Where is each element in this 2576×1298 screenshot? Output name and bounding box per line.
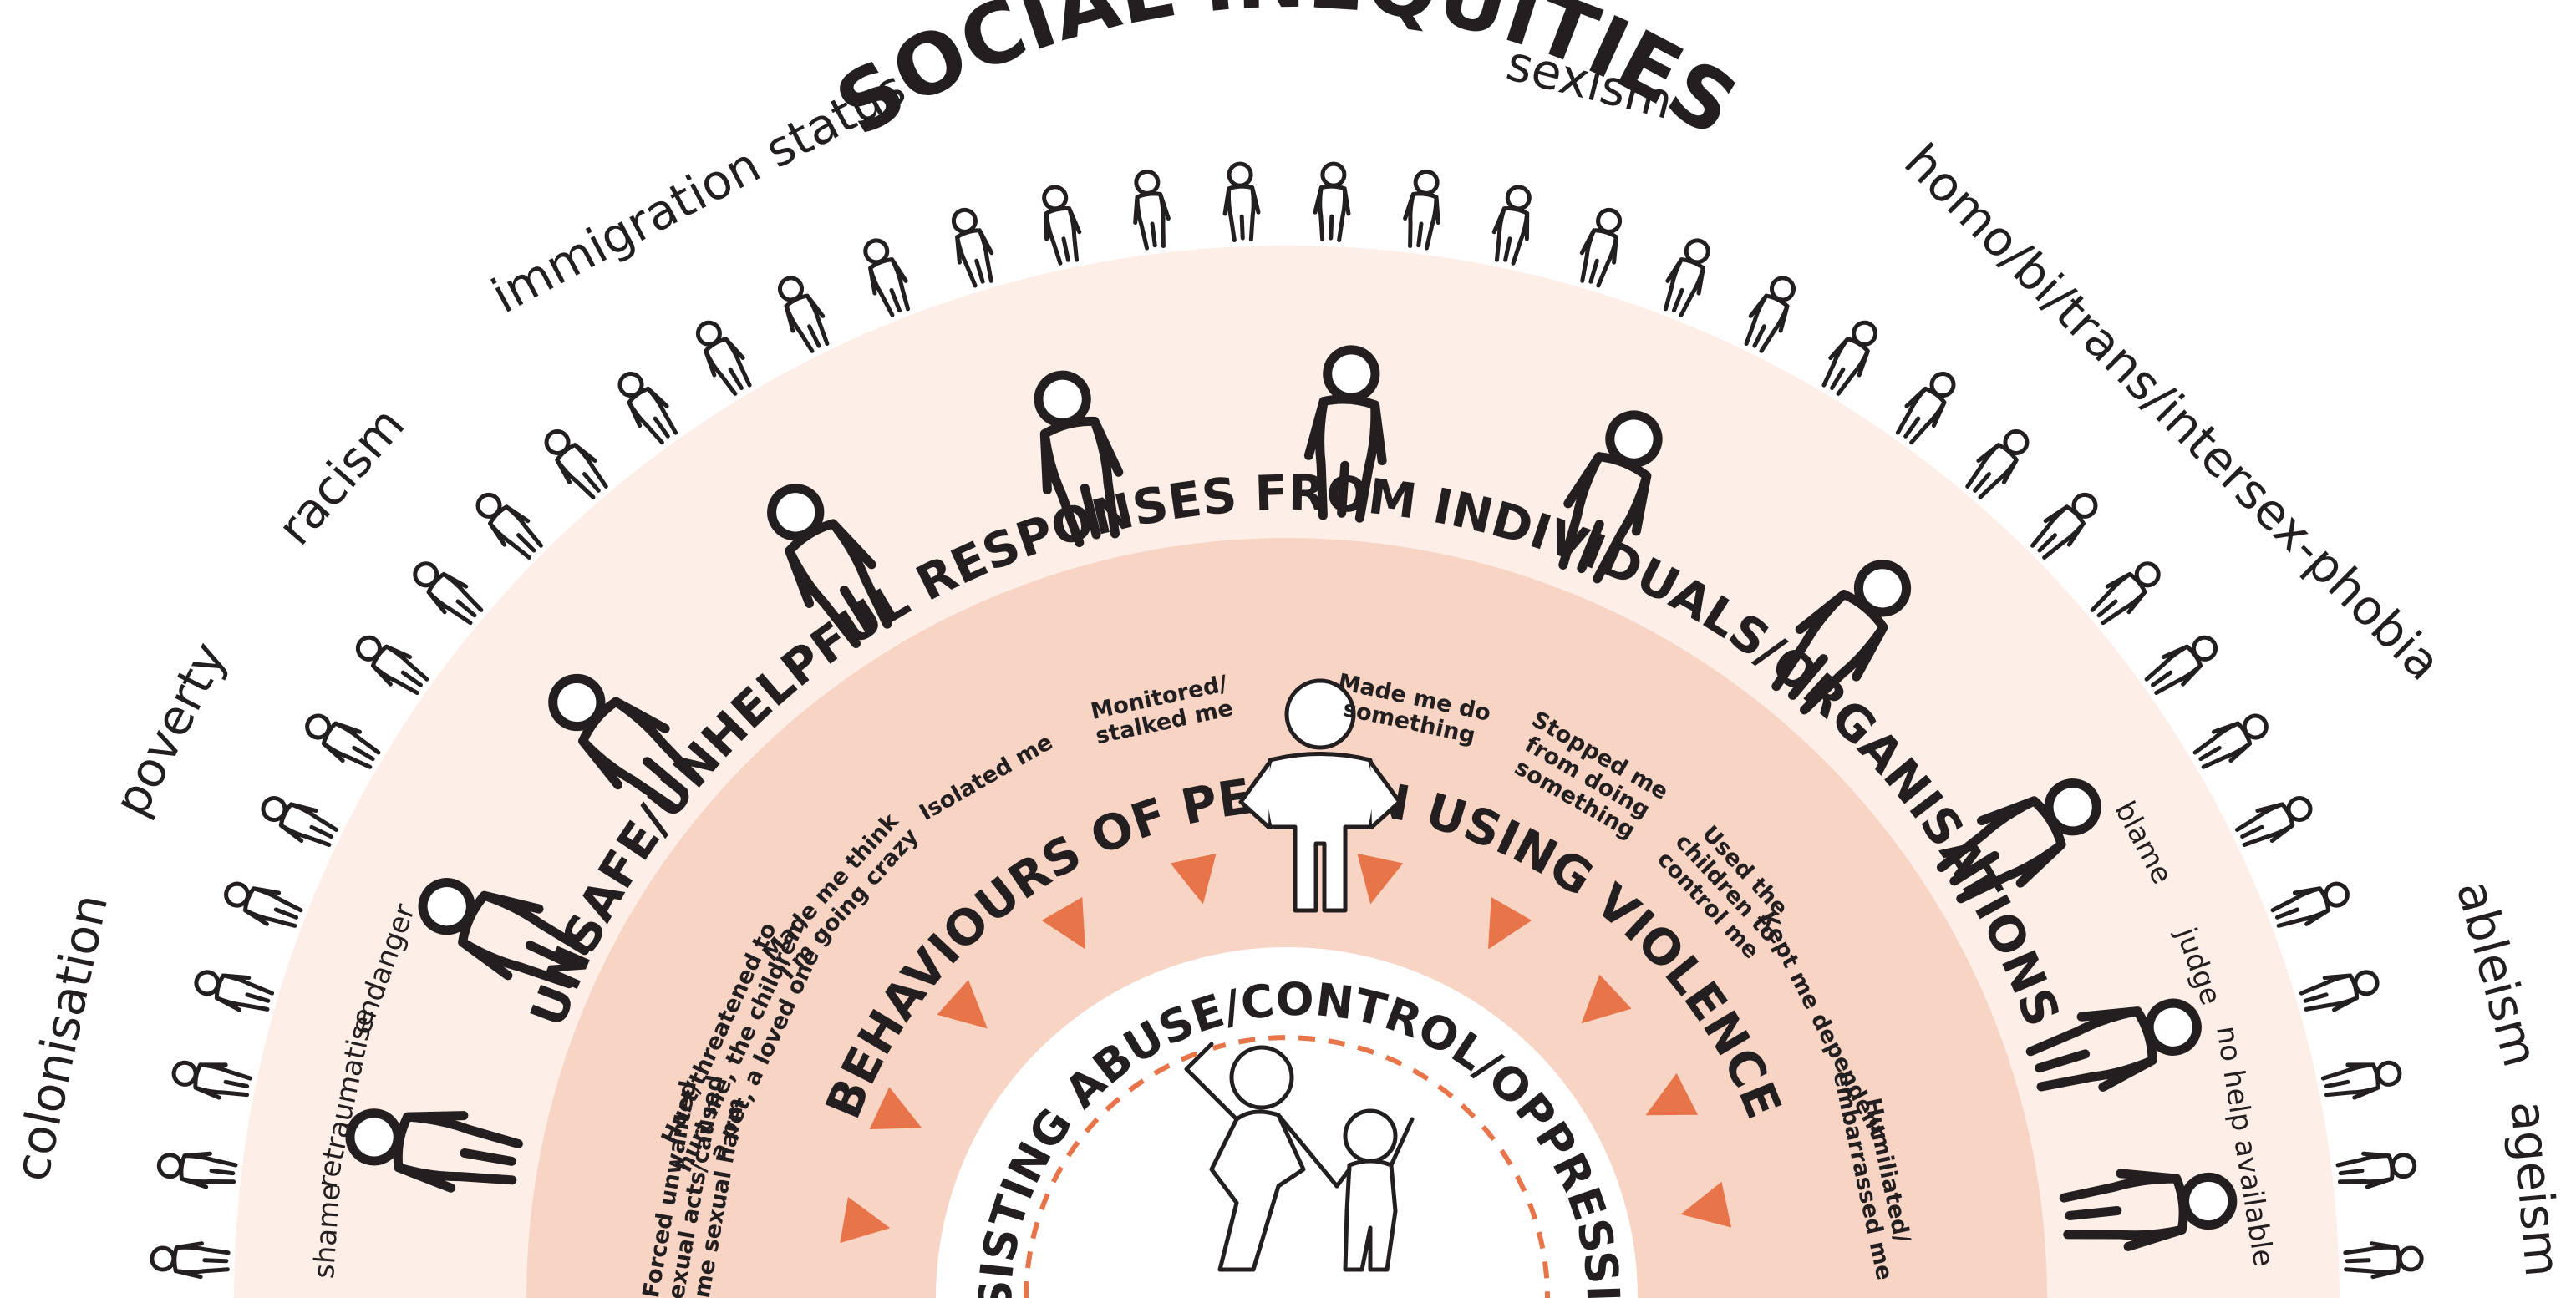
social-inequity-label: ableism [2446, 875, 2549, 1072]
crowd-figure-icon [170, 1055, 252, 1103]
crowd-figure-icon [611, 366, 683, 447]
social-inequity-label: colonisation [3, 890, 119, 1186]
crowd-figure-icon [1129, 170, 1171, 249]
triangle-arrow-icon [1357, 853, 1404, 905]
adult-arms [1184, 1042, 1339, 1189]
triangle-arrow-icon [1488, 897, 1532, 950]
triangle-arrow-icon [869, 1087, 922, 1130]
crowd-figure-icon [221, 875, 303, 934]
crowd-figure-icon [1489, 184, 1537, 265]
crowd-figure-icon [257, 789, 340, 853]
survivor-figure [1184, 1042, 1415, 1272]
social-inequity-label: immigration status [482, 59, 914, 325]
perpetrator-arms [1238, 759, 1402, 829]
crowd-figure-icon [856, 235, 915, 317]
crowd-figure-icon [2299, 964, 2382, 1017]
perpetrator-head [1284, 678, 1356, 750]
crowd-figure-icon [537, 423, 612, 503]
crowd-figure-icon [1314, 163, 1351, 241]
crowd-figure-icon [689, 316, 757, 398]
crowd-figure-icon [1574, 205, 1628, 288]
child-body [1343, 1159, 1398, 1272]
crowd-figure-icon [1891, 366, 1963, 447]
crowd-figure-icon [2233, 789, 2316, 853]
crowd-figure-icon [151, 1242, 228, 1278]
crowd-figure-icon [1739, 271, 1802, 354]
adult-head [1229, 1045, 1294, 1110]
social-inequity-label: racism [267, 396, 416, 555]
triangle-arrow-icon [1041, 897, 1085, 950]
crowd-figure-icon [1816, 316, 1884, 398]
triangle-arrow-icon [1581, 974, 1632, 1024]
crowd-figure-icon [192, 964, 275, 1017]
crowd-figure-icon [771, 271, 835, 354]
crowd-figure-icon [350, 628, 431, 699]
crowd-figure-icon [2142, 628, 2223, 699]
crowd-figure-icon [2345, 1242, 2422, 1278]
crowd-figure-icon [2027, 486, 2105, 564]
crowd-figure-icon [946, 205, 999, 288]
crowd-figure-icon [470, 486, 547, 564]
triangle-arrow-icon [1645, 1072, 1699, 1116]
crowd-figure-icon [2321, 1055, 2402, 1103]
crowd-figure-icon [1223, 163, 1260, 241]
crowd-figure-icon [1961, 423, 2035, 503]
triangle-arrow-icon [1680, 1181, 1732, 1228]
inner-dashed-arc [1024, 1035, 1550, 1298]
crowd-figure-icon [2191, 707, 2274, 774]
adult-body [1209, 1109, 1306, 1272]
triangle-arrow-icon [1170, 853, 1217, 905]
crowd-figure-icon [300, 707, 383, 774]
child-head [1343, 1108, 1398, 1164]
social-inequity-label: ageism [2499, 1098, 2571, 1279]
perpetrator-figure [1238, 678, 1402, 913]
crowd-figure-icon [1036, 184, 1085, 265]
triangle-arrow-icon [840, 1196, 891, 1244]
social-inequity-label: poverty [103, 633, 238, 825]
crowd-figure-icon [2269, 875, 2352, 934]
crowd-figure-icon [2087, 555, 2167, 629]
crowd-figure-icon [407, 555, 486, 629]
crowd-figure-icon [157, 1148, 236, 1189]
crowd-figure-icon [1402, 170, 1445, 249]
crowd-figure-icon [1658, 235, 1716, 317]
child-arms [1334, 1117, 1415, 1189]
crowd-figure-icon [2337, 1148, 2416, 1189]
triangle-arrow-icon [937, 980, 988, 1029]
ring1-left-label: shame [307, 1182, 348, 1280]
